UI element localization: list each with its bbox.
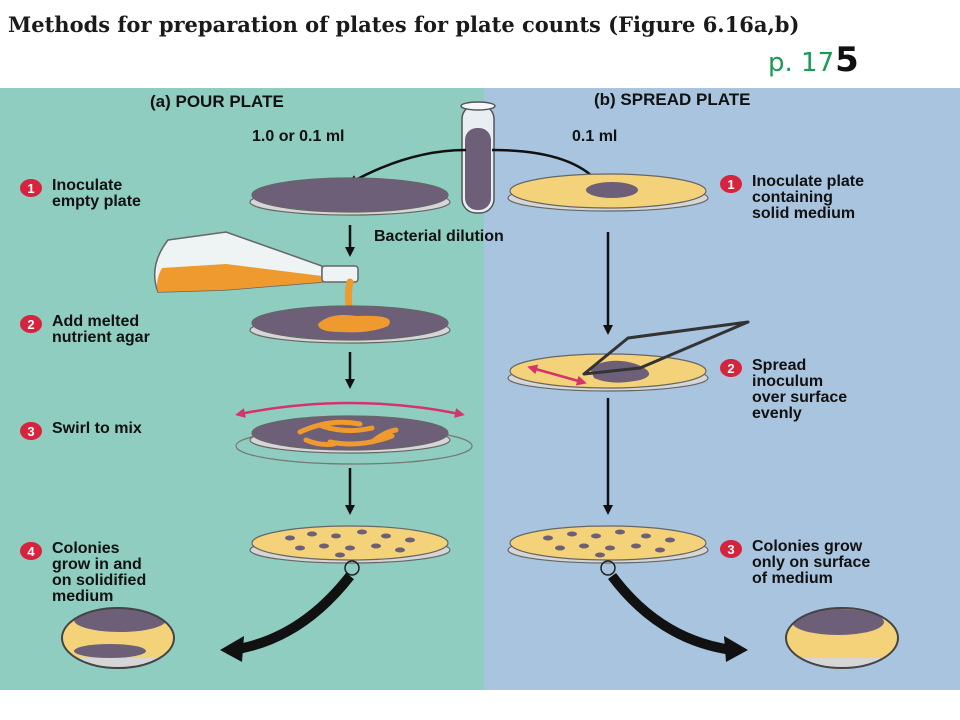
inoculation-arrow-pour — [347, 148, 467, 185]
step-text: Add melted nutrient agar — [52, 313, 150, 346]
step-number-badge: 1 — [20, 179, 42, 197]
pour-step-3: 3 Swirl to mix — [20, 421, 142, 440]
step-text: Spread inoculum over surface evenly — [752, 357, 848, 422]
pour-plate-volume: 1.0 or 0.1 ml — [252, 128, 345, 145]
step-text: Colonies grow only on surface of medium — [752, 538, 871, 587]
step-text: Inoculate plate containing solid medium — [752, 173, 865, 222]
spread-step-3: 3 Colonies grow only on surface of mediu… — [720, 539, 870, 587]
step-text: Inoculate empty plate — [52, 177, 141, 210]
spread-plate-heading: (b) SPREAD PLATE — [594, 90, 751, 109]
handwritten-page-prefix: p. 17 — [768, 48, 835, 78]
pour-plate-swirling — [235, 415, 473, 465]
flask-pouring-agar — [153, 231, 359, 322]
pour-step-1: 1 Inoculate empty plate — [20, 178, 141, 210]
magnify-arrow-pour — [231, 572, 354, 655]
step-number-badge: 2 — [20, 315, 42, 333]
pour-plate-cross-section — [61, 607, 175, 669]
step-number-badge: 4 — [20, 542, 42, 560]
bacterial-dilution-label: Bacterial dilution — [374, 228, 504, 245]
pour-plate-colonies — [249, 525, 451, 576]
magnify-arrow-spread — [608, 572, 733, 655]
step-text: Colonies grow in and on solidified mediu… — [52, 540, 147, 605]
pour-step-2: 2 Add melted nutrient agar — [20, 314, 150, 346]
step-text: Swirl to mix — [52, 420, 142, 437]
page-title: Methods for preparation of plates for pl… — [8, 12, 800, 37]
pour-plate-agar-added — [249, 305, 451, 344]
pour-plate-inoculated — [249, 177, 451, 216]
spread-plate-inoculated — [507, 173, 709, 212]
spread-plate-colonies — [507, 525, 709, 576]
spread-plate-cross-section — [785, 607, 899, 669]
handwritten-page-note: p. 175 — [768, 40, 859, 80]
step-number-badge: 1 — [720, 175, 742, 193]
pour-step-4: 4 Colonies grow in and on solidified med… — [20, 541, 146, 605]
swirl-arrow — [235, 401, 465, 418]
test-tube — [460, 101, 496, 214]
spread-step-2: 2 Spread inoculum over surface evenly — [720, 358, 847, 422]
handwritten-page-digit: 5 — [835, 40, 859, 80]
spread-step-1: 1 Inoculate plate containing solid mediu… — [720, 174, 864, 222]
step-number-badge: 2 — [720, 359, 742, 377]
step-number-badge: 3 — [20, 422, 42, 440]
spread-plate-volume: 0.1 ml — [572, 128, 618, 145]
step-number-badge: 3 — [720, 540, 742, 558]
spreader-rod — [582, 320, 750, 376]
pour-plate-heading: (a) POUR PLATE — [150, 92, 284, 111]
